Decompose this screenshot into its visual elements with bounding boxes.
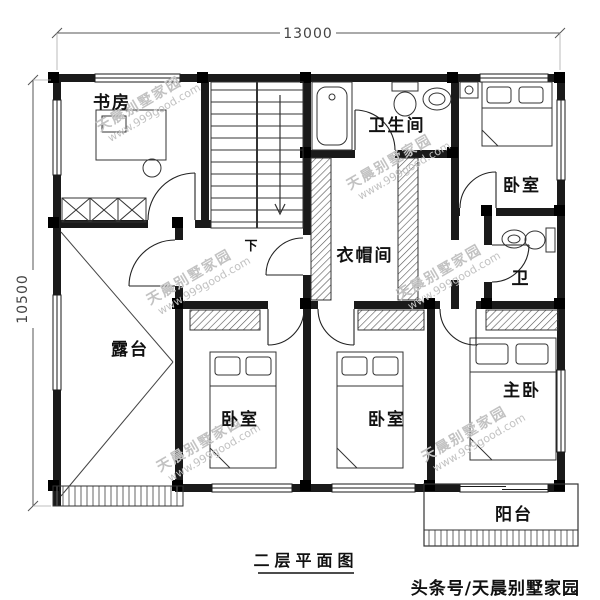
room-label-bedroom-left: 卧室 bbox=[221, 409, 259, 430]
bed-top-right bbox=[481, 81, 553, 147]
window bbox=[331, 483, 416, 493]
room-label-master: 主卧 bbox=[503, 380, 541, 401]
door-bedroom-top-right bbox=[459, 171, 497, 209]
door-terrace bbox=[128, 239, 176, 287]
terrace-slope-lines bbox=[60, 231, 174, 497]
room-label-cloakroom: 衣帽间 bbox=[337, 245, 394, 266]
toilet2-sink bbox=[501, 229, 527, 249]
window bbox=[94, 73, 181, 83]
door-bedroom-left bbox=[267, 308, 305, 346]
room-labels: 书房 卫生间 卧室 衣帽间 卫 露台 卧室 卧室 主卧 阳台 下 bbox=[93, 92, 541, 525]
window bbox=[479, 73, 549, 83]
dimension-left-label: 10500 bbox=[15, 274, 31, 324]
caption-group: 二层平面图 bbox=[253, 551, 358, 574]
door-bathroom bbox=[354, 109, 396, 151]
window bbox=[52, 99, 62, 176]
toilet-fixture bbox=[391, 81, 419, 117]
terrace-railing bbox=[52, 485, 184, 507]
room-label-bedroom-middle: 卧室 bbox=[368, 409, 406, 430]
room-label-study: 书房 bbox=[93, 92, 131, 113]
window bbox=[556, 369, 566, 453]
toilet2-wc bbox=[524, 227, 556, 253]
door-toilet bbox=[491, 244, 530, 283]
bed-left bbox=[209, 351, 277, 469]
door-study bbox=[147, 172, 196, 221]
bathtub bbox=[311, 81, 353, 151]
door-bedroom-middle bbox=[317, 308, 355, 346]
bed-master bbox=[469, 337, 557, 461]
plan-caption: 二层平面图 bbox=[253, 551, 358, 570]
window bbox=[556, 99, 566, 181]
room-label-toilet: 卫 bbox=[512, 269, 531, 289]
room-label-bathroom: 卫生间 bbox=[369, 115, 426, 136]
study-shelf bbox=[61, 197, 147, 223]
bed-middle bbox=[336, 351, 404, 469]
door-cloakroom bbox=[265, 237, 304, 276]
wardrobe bbox=[189, 309, 261, 331]
doors bbox=[128, 109, 530, 346]
room-label-terrace: 露台 bbox=[111, 339, 149, 360]
stairs-down-label: 下 bbox=[244, 239, 257, 254]
window-slider bbox=[459, 483, 549, 493]
study-desk bbox=[95, 109, 167, 178]
stairs bbox=[210, 81, 304, 229]
room-label-bedroom-top-right: 卧室 bbox=[503, 175, 541, 196]
window bbox=[52, 294, 62, 391]
wardrobe bbox=[357, 309, 425, 331]
credit-text: 头条号/天晨别墅家园 bbox=[411, 578, 580, 599]
sink-fixture bbox=[422, 87, 452, 111]
nightstand bbox=[459, 81, 479, 99]
door-master bbox=[439, 308, 477, 346]
dimension-top-label: 13000 bbox=[283, 26, 333, 42]
cloakroom-wardrobes bbox=[310, 157, 419, 301]
wardrobe bbox=[485, 309, 559, 331]
window bbox=[211, 483, 293, 493]
dimension-top: 13000 bbox=[51, 26, 566, 70]
dimension-left: 10500 bbox=[15, 74, 51, 512]
room-label-balcony: 阳台 bbox=[495, 504, 533, 525]
balcony-outline bbox=[423, 483, 579, 547]
